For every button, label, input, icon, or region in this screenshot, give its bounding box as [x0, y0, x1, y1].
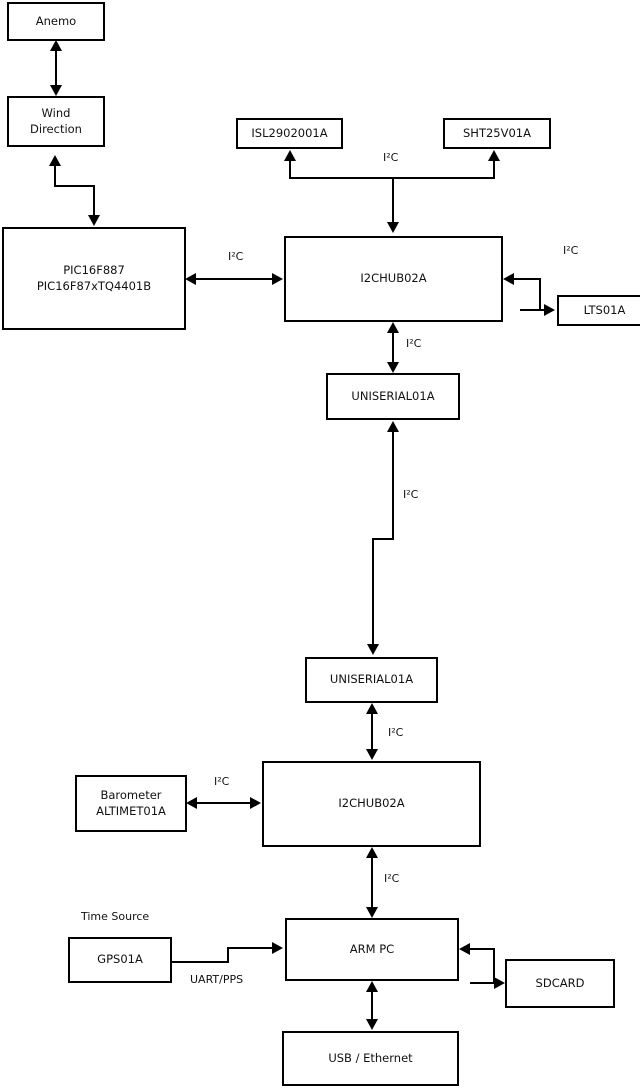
- arrowhead-uniserial2-top-in: [367, 644, 379, 655]
- arrowhead-armpc-right-in: [459, 943, 470, 955]
- edge-pic-wind-seg-v1: [54, 163, 56, 187]
- arrowhead-i2chub-bot-top-in: [366, 749, 378, 760]
- edge-label-i2c-barometer-hub: I²C: [214, 775, 230, 788]
- arrowhead-wind-direction-in: [49, 155, 61, 166]
- edge-sdcard-v: [493, 948, 495, 984]
- edge-lts-seg-h2: [520, 309, 545, 311]
- node-sdcard[interactable]: SDCARD: [505, 959, 615, 1008]
- node-isl2902001a[interactable]: ISL2902001A: [236, 118, 343, 149]
- arrowhead-armpc-top-in: [366, 907, 378, 918]
- edge-barometer-i2chub-line: [197, 802, 251, 804]
- edge-gps-armpc-h2: [227, 947, 273, 949]
- edge-anemo-wind-line: [55, 48, 57, 89]
- node-i2chub02a-top[interactable]: I2CHUB02A: [284, 236, 503, 322]
- arrowhead-i2chub-in-top: [387, 222, 399, 233]
- edge-lts-seg-h1: [514, 278, 541, 280]
- edge-label-i2c-hub-lts: I²C: [563, 244, 579, 257]
- edge-i2chub-bus-rail: [289, 177, 495, 179]
- edge-i2chub-armpc-line: [371, 856, 373, 910]
- edge-uniserial2-i2chub-line: [371, 712, 373, 751]
- edge-label-i2c-pic-hub: I²C: [228, 250, 244, 263]
- arrowhead-lts-in: [544, 304, 555, 316]
- edge-label-i2c-uniserial-link: I²C: [403, 488, 419, 501]
- arrowhead-i2chub-bot-bottom-in: [366, 847, 378, 858]
- arrowhead-isl-in: [284, 150, 296, 161]
- arrowhead-sdcard-in: [494, 977, 505, 989]
- edge-gps-armpc-v: [227, 947, 229, 963]
- arrowhead-anemo-wind-up: [50, 40, 62, 51]
- edge-label-uart-pps: UART/PPS: [190, 973, 244, 986]
- edge-label-i2c-uniserial2-hub: I²C: [388, 726, 404, 739]
- node-arm-pc[interactable]: ARM PC: [285, 918, 459, 981]
- arrowhead-i2chub-bot-left: [250, 797, 261, 809]
- arrowhead-barometer-right: [186, 797, 197, 809]
- arrowhead-armpc-bottom-in: [366, 981, 378, 992]
- edge-pic-wind-seg-h: [54, 185, 95, 187]
- node-uniserial01a-lower[interactable]: UNISERIAL01A: [305, 657, 438, 703]
- node-lts01a[interactable]: LTS01A: [557, 295, 640, 326]
- arrowhead-pic-in-top: [88, 215, 100, 226]
- node-sht25v01a[interactable]: SHT25V01A: [443, 118, 551, 149]
- edge-label-i2c-hub-uniserial: I²C: [406, 337, 422, 350]
- node-usb-ethernet[interactable]: USB / Ethernet: [282, 1031, 459, 1086]
- edge-uniserial-link-h: [372, 538, 394, 540]
- arrowhead-i2chub-right-in: [503, 273, 514, 285]
- edge-armpc-usb-line: [371, 990, 373, 1021]
- edge-bus-sht-riser: [493, 160, 495, 179]
- edge-sdcard-h1: [470, 948, 495, 950]
- edge-sdcard-h2: [470, 982, 495, 984]
- node-uniserial01a-upper[interactable]: UNISERIAL01A: [326, 373, 460, 420]
- edge-bus-isl-riser: [289, 160, 291, 179]
- arrowhead-pic-right: [185, 273, 196, 285]
- arrowhead-armpc-left-in: [272, 942, 283, 954]
- arrowhead-usb-top-in: [366, 1019, 378, 1030]
- arrowhead-anemo-wind-down: [50, 85, 62, 96]
- edge-pic-wind-seg-v2: [93, 185, 95, 217]
- label-time-source: Time Source: [81, 910, 150, 923]
- edge-lts-seg-v: [539, 278, 541, 311]
- arrowhead-uniserial1-top-in: [387, 362, 399, 373]
- arrowhead-i2chub-bottom-in: [387, 322, 399, 333]
- arrowhead-i2chub-left: [272, 273, 283, 285]
- edge-uniserial-link-v1: [392, 430, 394, 540]
- node-i2chub02a-bottom[interactable]: I2CHUB02A: [262, 761, 481, 847]
- edge-i2chub-bus-stem: [392, 177, 394, 223]
- arrowhead-uniserial1-bottom-in: [387, 421, 399, 432]
- node-pic-microcontroller[interactable]: PIC16F887 PIC16F87xTQ4401B: [2, 227, 186, 330]
- node-anemo[interactable]: Anemo: [7, 2, 105, 41]
- edge-pic-i2chub-line: [196, 278, 274, 280]
- edge-gps-armpc-h1: [172, 961, 229, 963]
- node-barometer-altimet01a[interactable]: Barometer ALTIMET01A: [75, 775, 187, 832]
- edge-label-i2c-top-bus: I²C: [383, 151, 399, 164]
- node-gps01a[interactable]: GPS01A: [68, 937, 172, 983]
- arrowhead-uniserial2-bottom-in: [366, 703, 378, 714]
- edge-i2chub-uniserial-line: [392, 331, 394, 364]
- node-wind-direction[interactable]: Wind Direction: [7, 96, 105, 147]
- edge-label-i2c-hub-armpc: I²C: [384, 872, 400, 885]
- edge-uniserial-link-v2: [372, 538, 374, 646]
- arrowhead-sht-in: [488, 150, 500, 161]
